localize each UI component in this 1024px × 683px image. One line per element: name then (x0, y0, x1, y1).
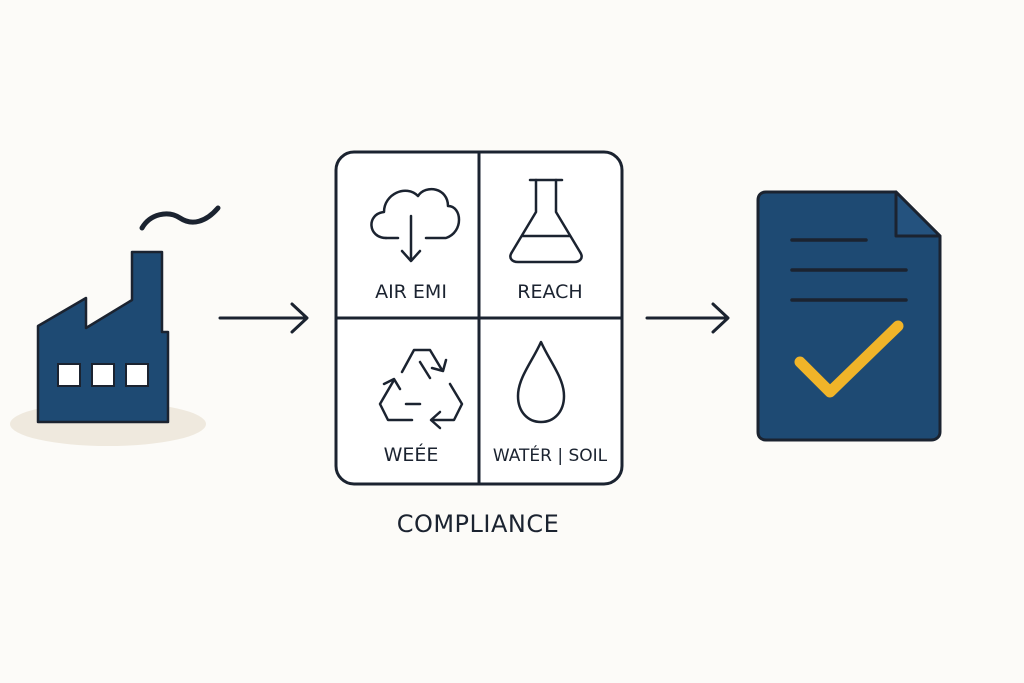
cell-air-emissions: AIR EMI (370, 187, 461, 303)
cell-weee: WEÉE (378, 348, 464, 466)
checked-document-icon (756, 190, 942, 442)
water-drop-icon (516, 340, 566, 424)
cell-label-air: AIR EMI (375, 281, 447, 303)
factory-smoke (139, 205, 221, 231)
arrow-right-icon (645, 302, 730, 334)
factory-window-1 (57, 363, 81, 387)
factory-window-2 (91, 363, 115, 387)
flask-icon (509, 178, 583, 264)
cell-label-water-soil: WATÉR | SOIL (493, 444, 608, 466)
cell-label-weee: WEÉE (384, 443, 439, 466)
compliance-caption: COMPLIANCE (397, 510, 560, 538)
cloud-download-icon (370, 187, 461, 263)
document-fold (894, 190, 942, 238)
factory-window-3 (125, 363, 149, 387)
recycle-icon (378, 348, 464, 430)
factory-icon (10, 205, 221, 446)
checkmark-icon (794, 320, 904, 398)
cell-reach: REACH (509, 178, 583, 303)
cell-water-soil: WATÉR | SOIL (493, 340, 608, 466)
cell-label-reach: REACH (517, 281, 582, 303)
compliance-grid: AIR EMI REACH (334, 150, 624, 486)
factory-body (36, 250, 170, 424)
arrow-right-icon (218, 302, 309, 334)
document-body (756, 190, 942, 442)
